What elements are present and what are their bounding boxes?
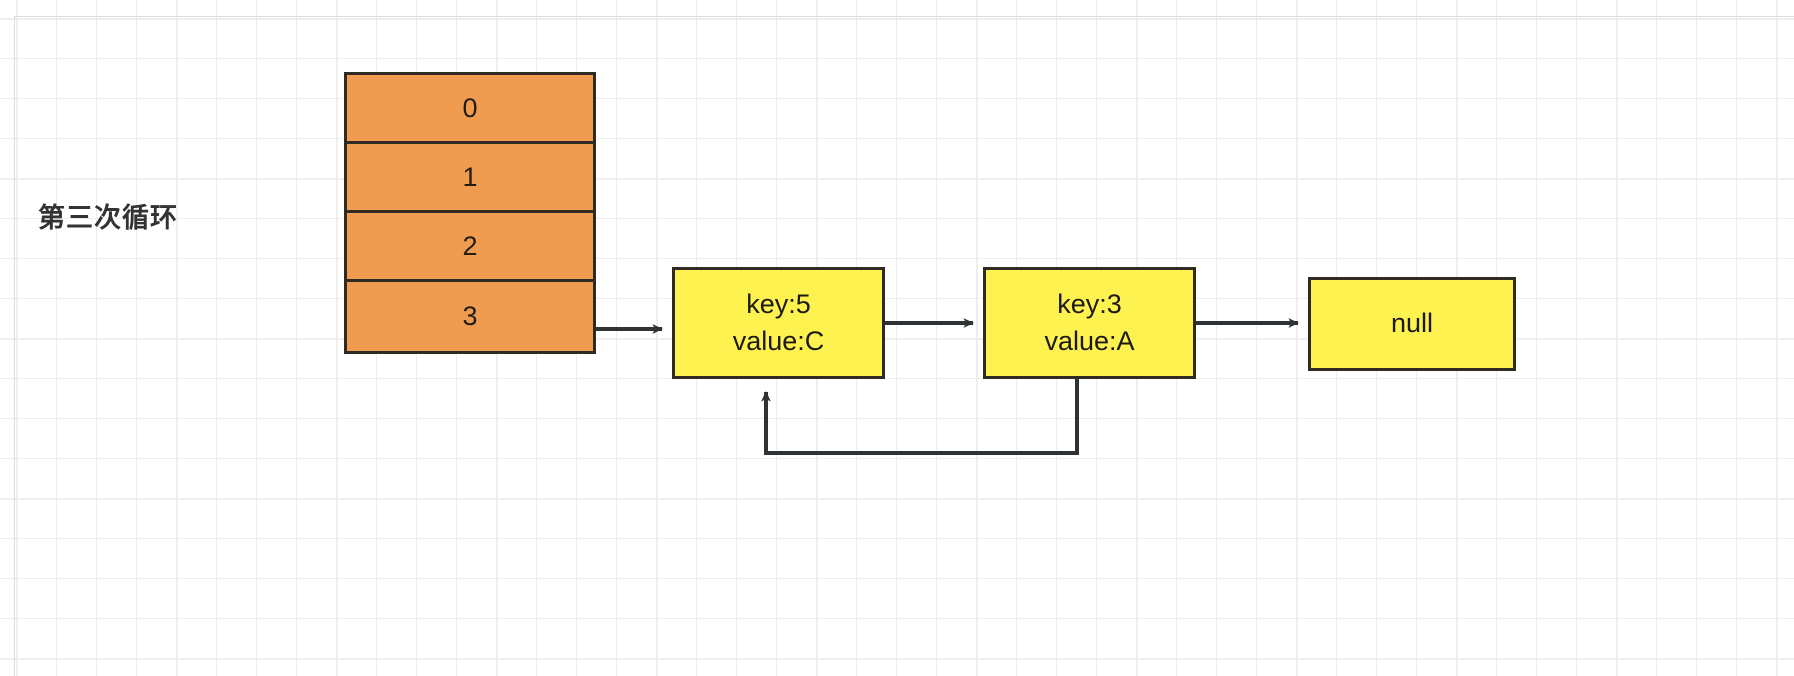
- list-node-null-label: null: [1390, 308, 1434, 339]
- hash-bucket-array: 0 1 2 3: [344, 72, 596, 354]
- bucket-cell-2-label: 2: [462, 230, 478, 261]
- list-node-key3-value: value:A: [1044, 326, 1135, 356]
- diagram-caption: 第三次循环: [38, 203, 178, 233]
- list-node-key5[interactable]: key:5 value:C: [672, 267, 885, 379]
- list-node-key5-value: value:C: [732, 326, 825, 356]
- bucket-cell-2[interactable]: 2: [347, 213, 593, 282]
- bucket-cell-0-label: 0: [462, 92, 478, 123]
- bucket-cell-1[interactable]: 1: [347, 144, 593, 213]
- edge-node2-back-to-node1: [761, 379, 1079, 455]
- bucket-cell-3[interactable]: 3: [347, 282, 593, 351]
- bucket-cell-0[interactable]: 0: [347, 75, 593, 144]
- list-node-key3[interactable]: key:3 value:A: [983, 267, 1196, 379]
- list-node-key5-key: key:5: [746, 288, 811, 319]
- bucket-cell-1-label: 1: [462, 161, 478, 192]
- list-node-null[interactable]: null: [1308, 277, 1516, 371]
- list-node-key3-key: key:3: [1057, 288, 1122, 319]
- bucket-cell-3-label: 3: [462, 301, 478, 331]
